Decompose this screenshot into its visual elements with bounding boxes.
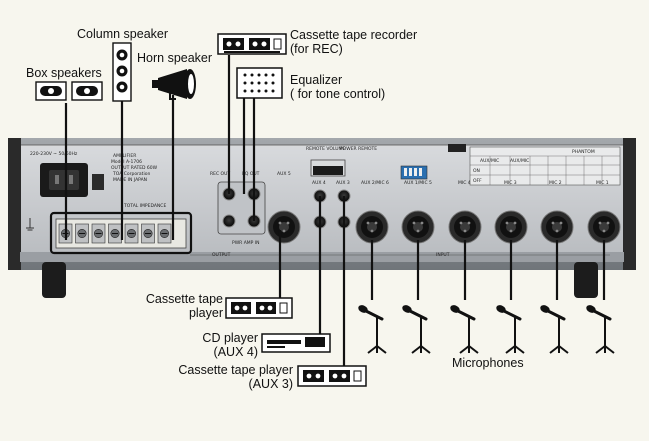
phantom-label: PHANTOM — [572, 149, 595, 155]
input-label: INPUT — [436, 252, 450, 258]
label-column-speaker: Column speaker — [77, 27, 169, 41]
terminal-screw — [75, 223, 89, 244]
ac-power-inlet — [40, 163, 88, 197]
terminal-screw — [141, 223, 155, 244]
xlr-jack — [448, 210, 482, 244]
aux5-label: AUX 5 — [277, 171, 291, 177]
microphone-icon — [586, 305, 615, 354]
xlr-jack — [355, 210, 389, 244]
aux2-mic6-label: AUX 2/MIC 6 — [361, 180, 389, 186]
aux1-mic5-label: AUX 1/MIC 5 — [404, 180, 432, 186]
power-spec-label: 220-230V ~ 50/60Hz — [30, 151, 78, 157]
foot-left — [42, 262, 66, 298]
column-speaker — [112, 42, 132, 102]
label-box-speakers: Box speakers — [26, 66, 102, 80]
remote-volume-label: REMOTE VOLUME — [306, 146, 345, 152]
terminal-screw — [124, 223, 139, 244]
xlr-jack — [587, 210, 621, 244]
aux4-label: AUX 4 — [312, 180, 326, 186]
label-horn-speaker: Horn speaker — [137, 51, 213, 65]
panel-labels: 220-230V ~ 50/60Hz AMPLIFIER Model A-170… — [30, 146, 609, 258]
label-cd-player-1: CD player — [202, 331, 258, 345]
label-microphones: Microphones — [452, 356, 524, 370]
table-on-label: ON — [473, 168, 480, 174]
speaker-terminal-screws — [58, 223, 172, 244]
cd-player-device — [261, 333, 331, 353]
microphone-icon — [540, 305, 569, 354]
model-label-3: OUTPUT RATED 60W — [111, 165, 158, 171]
microphone-icon — [496, 305, 525, 354]
model-label-1: AMPLIFIER — [113, 153, 136, 159]
xlr-jack — [267, 210, 301, 244]
rca-rec-out-r — [222, 214, 236, 228]
output-label: OUTPUT — [212, 252, 231, 258]
terminal-screw — [108, 223, 122, 244]
impedance-label: TOTAL IMPEDANCE — [123, 203, 166, 209]
rec-out-label: REC OUT — [210, 171, 230, 177]
settings-table — [448, 144, 621, 186]
mic1-label: MIC 1 — [596, 180, 609, 186]
cassette-recorder-device — [217, 33, 287, 55]
remote-terminal — [310, 159, 346, 177]
label-cd-player-2: (AUX 4) — [213, 345, 258, 359]
label-cassette-player-2: player — [188, 306, 223, 320]
model-label-4: TOA Corporation — [112, 171, 150, 177]
mic3-label: MIC 3 — [504, 180, 517, 186]
terminal-screw — [91, 223, 106, 244]
label-cassette-recorder-1: Cassette tape recorder — [290, 28, 418, 42]
xlr-input-jacks — [267, 210, 621, 244]
terminal-screw — [157, 223, 172, 244]
cables — [64, 55, 346, 375]
microphone-icon — [358, 305, 387, 354]
table-off-label: OFF — [473, 178, 482, 184]
xlr-jack — [401, 210, 435, 244]
aux3-label: AUX 3 — [336, 180, 350, 186]
cassette-player-device — [225, 297, 293, 319]
box-speaker-left — [35, 81, 67, 101]
microphone-icon — [402, 305, 431, 354]
microphone-cables — [370, 240, 606, 300]
xlr-jack — [494, 210, 528, 244]
mic4-label: MIC 4 — [458, 180, 471, 186]
box-speaker-right — [71, 81, 103, 101]
label-cassette-player-1: Cassette tape — [145, 292, 223, 306]
microphone-icon — [450, 305, 479, 354]
xlr-jack — [540, 210, 574, 244]
equalizer-device — [236, 67, 283, 99]
label-equalizer-1: Equalizer — [290, 73, 343, 87]
aux-mic-left-label: AUX/MIC — [480, 158, 499, 164]
label-equalizer-2: ( for tone control) — [290, 87, 386, 101]
power-remote-label: POWER REMOTE — [340, 146, 377, 152]
model-label-2: Model A-1706 — [111, 159, 142, 165]
mic2-label: MIC 2 — [549, 180, 562, 186]
foot-right — [574, 262, 598, 298]
model-label-5: MADE IN JAPAN — [113, 177, 147, 183]
horn-speaker — [152, 69, 196, 100]
eq-out-label: EQ OUT — [242, 171, 260, 177]
label-cassette-aux3-2: (AUX 3) — [248, 377, 293, 391]
phantom-dip-switch — [400, 165, 428, 180]
label-cassette-aux3-1: Cassette tape player — [178, 363, 293, 377]
aux-mic-right-label: AUX/MIC — [510, 158, 529, 164]
ground-terminal — [26, 218, 34, 231]
microphones-group — [358, 305, 615, 354]
pwr-amp-in-label: PWR AMP IN — [232, 240, 260, 246]
cassette-aux3-device — [297, 365, 367, 387]
label-cassette-recorder-2: (for REC) — [290, 42, 343, 56]
